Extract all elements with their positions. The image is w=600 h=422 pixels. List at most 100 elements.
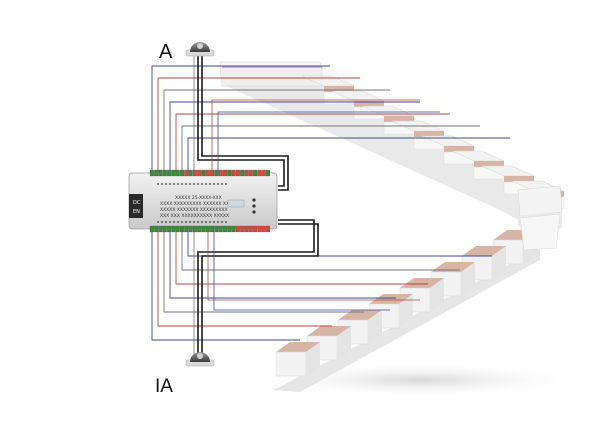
upper-stair-flight bbox=[219, 61, 560, 232]
terminal-pin bbox=[184, 225, 189, 233]
wire bbox=[201, 56, 289, 191]
terminal-pin bbox=[240, 225, 245, 233]
terminal-pin bbox=[253, 225, 258, 233]
indicator-dot bbox=[209, 183, 211, 185]
terminal-pin bbox=[244, 225, 249, 233]
motion-sensor-icon bbox=[185, 352, 215, 367]
terminal-pin bbox=[210, 225, 215, 233]
wire bbox=[163, 232, 364, 313]
terminal-pin bbox=[240, 169, 245, 177]
indicator-dot bbox=[169, 183, 171, 185]
terminal-pin bbox=[261, 225, 266, 233]
power-port bbox=[129, 194, 143, 218]
terminal-pin bbox=[184, 169, 189, 177]
indicator-dot bbox=[165, 221, 167, 223]
indicator-dot bbox=[189, 221, 191, 223]
terminal-pin bbox=[248, 169, 253, 177]
terminal-pin bbox=[149, 169, 154, 177]
controller-line-3: XXXXX XXXXXXX XXXXXXXXX bbox=[160, 207, 228, 213]
indicator-dot bbox=[221, 221, 223, 223]
indicator-dot bbox=[177, 221, 179, 223]
terminal-pin bbox=[223, 169, 228, 177]
terminal-pin bbox=[158, 225, 163, 233]
indicator-dot bbox=[165, 183, 167, 185]
terminal-pin bbox=[266, 225, 271, 233]
terminal-pin bbox=[248, 225, 253, 233]
wire bbox=[175, 113, 450, 172]
terminal-pin bbox=[175, 169, 180, 177]
port-label-dc: DC bbox=[133, 200, 141, 206]
indicator-dot bbox=[157, 183, 159, 185]
stair-step bbox=[275, 342, 320, 377]
terminal-pin bbox=[188, 225, 193, 233]
terminal-pin bbox=[171, 225, 176, 233]
terminal-pin bbox=[154, 225, 159, 233]
indicator-dot bbox=[205, 221, 207, 223]
stair-light-controller: DC EN XXXXX 25-XXXX-XXX XXXX XXXXXXXXX X… bbox=[128, 169, 278, 233]
indicator-dot bbox=[181, 221, 183, 223]
terminal-pin bbox=[205, 225, 210, 233]
terminal-pin bbox=[201, 225, 206, 233]
indicator-dot bbox=[173, 183, 175, 185]
terminal-pin bbox=[227, 225, 232, 233]
wiring-bundle bbox=[151, 56, 510, 360]
indicator-dot bbox=[197, 183, 199, 185]
indicator-dot bbox=[185, 221, 187, 223]
wire bbox=[169, 101, 420, 172]
indicator-dot bbox=[161, 183, 163, 185]
controller-line-2: XXXX XXXXXXXXX XXXXXX XXX bbox=[160, 201, 232, 207]
controller-button-1 bbox=[252, 198, 256, 202]
wire bbox=[181, 232, 460, 271]
terminal-pin bbox=[214, 225, 219, 233]
indicator-dot bbox=[161, 221, 163, 223]
indicator-dot bbox=[221, 183, 223, 185]
terminal-pin bbox=[197, 225, 202, 233]
indicator-dot bbox=[201, 221, 203, 223]
indicator-dot bbox=[205, 183, 207, 185]
terminal-pin bbox=[201, 169, 206, 177]
terminal-pin bbox=[214, 169, 219, 177]
indicator-dot bbox=[209, 221, 211, 223]
terminal-pin bbox=[231, 169, 236, 177]
terminal-pin bbox=[261, 169, 266, 177]
indicator-dot bbox=[213, 183, 215, 185]
controller-line-4: XXX XXX XXXXXXXXXX XXXXX bbox=[160, 213, 229, 219]
terminal-pin bbox=[235, 225, 240, 233]
terminal-pin bbox=[180, 225, 185, 233]
port-label-en: EN bbox=[133, 209, 140, 215]
wire bbox=[197, 56, 285, 187]
terminal-pin bbox=[162, 169, 167, 177]
wire bbox=[175, 232, 428, 285]
terminal-pin bbox=[154, 169, 159, 177]
wire bbox=[151, 65, 330, 172]
terminal-pin bbox=[192, 225, 197, 233]
wire bbox=[207, 232, 420, 301]
terminal-pin bbox=[223, 225, 228, 233]
terminal-pin bbox=[231, 225, 236, 233]
indicator-dot bbox=[225, 183, 227, 185]
terminal-pin bbox=[205, 169, 210, 177]
indicator-dot bbox=[197, 221, 199, 223]
indicator-dot bbox=[185, 183, 187, 185]
status-display bbox=[227, 199, 245, 208]
wire bbox=[197, 219, 315, 360]
wire bbox=[217, 111, 440, 172]
wire bbox=[157, 77, 360, 172]
indicator-dot bbox=[173, 221, 175, 223]
terminal-pin bbox=[257, 225, 262, 233]
terminal-pin bbox=[197, 169, 202, 177]
terminal-pin bbox=[171, 169, 176, 177]
wire bbox=[169, 232, 396, 299]
controller-button-2 bbox=[252, 204, 256, 208]
terminal-pin bbox=[235, 169, 240, 177]
wire bbox=[181, 125, 480, 172]
terminal-pin bbox=[266, 169, 271, 177]
wire bbox=[187, 232, 492, 257]
terminal-pin bbox=[167, 225, 172, 233]
terminal-pin bbox=[188, 169, 193, 177]
terminal-pin bbox=[162, 225, 167, 233]
controller-model-text: XXXXX 25-XXXX-XXX bbox=[175, 195, 222, 201]
terminal-pin bbox=[218, 225, 223, 233]
stair-landing bbox=[517, 185, 563, 251]
